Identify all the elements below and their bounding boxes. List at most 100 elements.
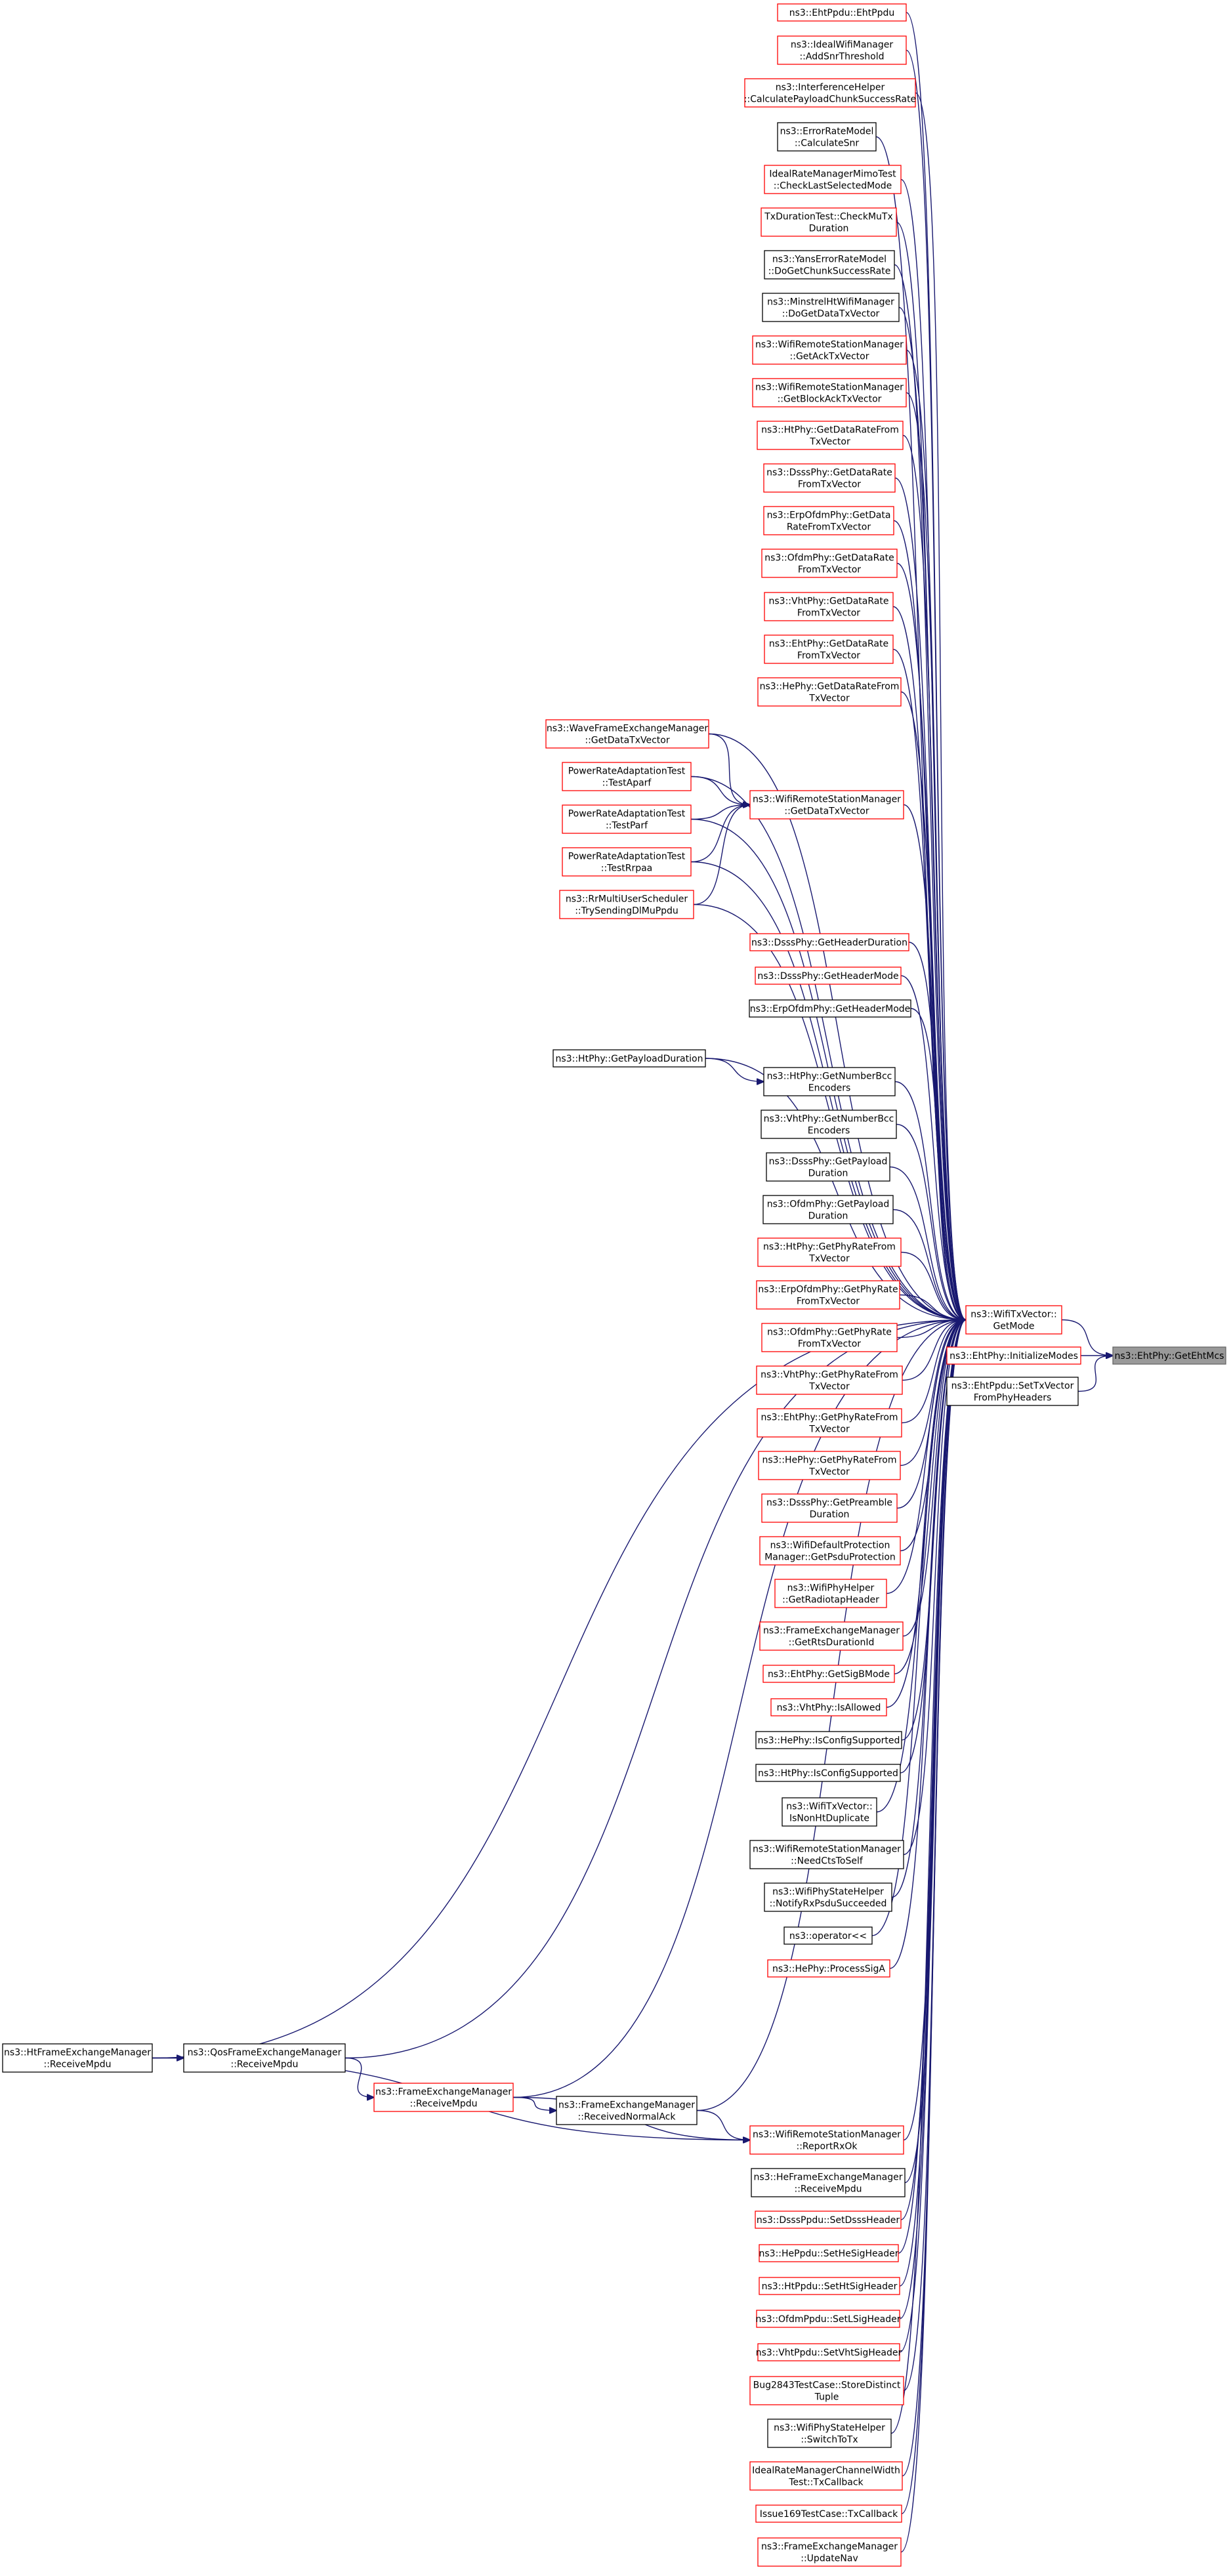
graph-node-switchtx[interactable]: ns3::WifiPhyStateHelper::SwitchToTx	[767, 2419, 892, 2448]
graph-node-sigaproc[interactable]: ns3::HePhy::ProcessSigA	[767, 1959, 890, 1978]
graph-node-setlsig[interactable]: ns3::OfdmPpdu::SetLSigHeader	[756, 2310, 901, 2328]
node-label: ::CalculateSnr	[795, 138, 860, 149]
node-label: ::DoGetDataTxVector	[782, 309, 880, 320]
graph-node-setvhtsig[interactable]: ns3::VhtPpdu::SetVhtSigHeader	[756, 2343, 902, 2361]
graph-node-dssshd[interactable]: ns3::DsssPhy::GetHeaderDuration	[749, 933, 909, 951]
call-edge	[690, 776, 750, 805]
node-box	[759, 2244, 899, 2262]
graph-node-getblockack[interactable]: ns3::WifiRemoteStationManager::GetBlockA…	[752, 378, 907, 407]
node-box	[749, 2461, 903, 2491]
node-label: ns3::OfdmPhy::GetPayload	[767, 1199, 890, 1210]
node-label: ::GetDataTxVector	[585, 736, 670, 746]
node-box	[761, 1323, 898, 1352]
graph-node-sethtsig[interactable]: ns3::HtPpdu::SetHtSigHeader	[759, 2277, 900, 2295]
graph-node-minstrel[interactable]: ns3::MinstrelHtWifiManager::DoGetDataTxV…	[762, 293, 900, 322]
graph-node-sigb[interactable]: ns3::EhtPhy::GetSigBMode	[762, 1665, 895, 1683]
graph-node-getehtmcs[interactable]: ns3::EhtPhy::GetEhtMcs	[1112, 1346, 1226, 1365]
graph-node-issue169[interactable]: Issue169TestCase::TxCallback	[755, 2504, 902, 2523]
node-box	[762, 1195, 894, 1224]
graph-node-errcalc[interactable]: ns3::ErrorRateModel::CalculateSnr	[777, 122, 877, 152]
graph-node-fem[interactable]: ns3::FrameExchangeManager::ReceiveMpdu	[373, 2083, 514, 2112]
graph-node-wavefem[interactable]: ns3::WaveFrameExchangeManager::GetDataTx…	[545, 719, 709, 749]
graph-node-rtsdur[interactable]: ns3::FrameExchangeManager::GetRtsDuratio…	[759, 1621, 904, 1651]
graph-node-erphm[interactable]: ns3::ErpOfdmPhy::GetHeaderMode	[749, 999, 911, 1018]
graph-node-oplt[interactable]: ns3::operator<<	[783, 1926, 873, 1945]
node-label: ::NeedCtsToSelf	[791, 1856, 864, 1867]
graph-node-defprot[interactable]: ns3::WifiDefaultProtectionManager::GetPs…	[759, 1536, 901, 1566]
graph-node-htfem[interactable]: ns3::HtFrameExchangeManager::ReceiveMpdu	[2, 2043, 153, 2073]
node-label: ns3::EhtPhy::InitializeModes	[949, 1351, 1078, 1361]
graph-node-htpayload[interactable]: ns3::HtPhy::GetPayloadDuration	[553, 1049, 706, 1068]
graph-node-htcfg[interactable]: ns3::HtPhy::IsConfigSupported	[755, 1764, 901, 1782]
graph-node-prat_rrpaa[interactable]: PowerRateAdaptationTest::TestRrpaa	[562, 847, 692, 877]
node-label: Tuple	[814, 2392, 839, 2403]
node-label: GetMode	[993, 1321, 1034, 1332]
node-label: Manager::GetPsduProtection	[764, 1552, 896, 1563]
graph-node-hefem[interactable]: ns3::HeFrameExchangeManager::ReceiveMpdu	[751, 2168, 906, 2197]
call-edge	[708, 733, 750, 805]
graph-node-qosfem[interactable]: ns3::QosFrameExchangeManager::ReceiveMpd…	[183, 2043, 346, 2073]
graph-node-setdsss[interactable]: ns3::DsssPpdu::SetDsssHeader	[755, 2211, 902, 2229]
graph-node-updatenav[interactable]: ns3::FrameExchangeManager::UpdateNav	[757, 2537, 902, 2567]
graph-node-radiotap[interactable]: ns3::WifiPhyHelper::GetRadiotapHeader	[774, 1579, 887, 1608]
graph-node-dssshm[interactable]: ns3::DsssPhy::GetHeaderMode	[755, 966, 902, 985]
node-box	[767, 2419, 892, 2448]
call-edge	[871, 1320, 966, 1936]
node-label: Test::TxCallback	[788, 2478, 864, 2488]
graph-node-idealmimo[interactable]: IdealRateManagerMimoTest::CheckLastSelec…	[764, 165, 902, 194]
graph-node-prat_aparf[interactable]: PowerRateAdaptationTest::TestAparf	[562, 762, 692, 791]
graph-node-ehtpdu[interactable]: ns3::EhtPpdu::EhtPpdu	[777, 3, 907, 22]
node-label: ns3::DsssPhy::GetPayload	[769, 1157, 888, 1167]
node-box	[755, 1731, 902, 1749]
graph-node-prat_parf[interactable]: PowerRateAdaptationTest::TestParf	[562, 804, 692, 834]
graph-node-sethesig[interactable]: ns3::HePpdu::SetHeSigHeader	[759, 2244, 899, 2262]
node-box	[752, 335, 907, 365]
node-label: ns3::FrameExchangeManager	[375, 2087, 512, 2098]
graph-node-yans[interactable]: ns3::YansErrorRateModel::DoGetChunkSucce…	[764, 250, 895, 280]
graph-node-initmodes[interactable]: ns3::EhtPhy::InitializeModes	[946, 1346, 1081, 1365]
graph-node-reportrx[interactable]: ns3::WifiRemoteStationManager::ReportRxO…	[749, 2125, 904, 2155]
graph-node-interf[interactable]: ns3::InterferenceHelper::CalculatePayloa…	[744, 78, 916, 108]
graph-node-femack[interactable]: ns3::FrameExchangeManager::ReceivedNorma…	[556, 2096, 698, 2125]
graph-node-wrsm_gdtv[interactable]: ns3::WifiRemoteStationManager::GetDataTx…	[749, 790, 904, 820]
graph-node-dssspd[interactable]: ns3::DsssPhy::GetPayloadDuration	[766, 1152, 890, 1182]
graph-node-vhtallowed[interactable]: ns3::VhtPhy::IsAllowed	[770, 1698, 887, 1716]
graph-node-notifyrx[interactable]: ns3::WifiPhyStateHelper::NotifyRxPsduSuc…	[764, 1882, 892, 1912]
node-label: ns3::HePpdu::SetHeSigHeader	[759, 2249, 899, 2259]
node-label: RateFromTxVector	[787, 522, 871, 533]
graph-node-addsnr[interactable]: ns3::IdealWifiManager::AddSnrThreshold	[777, 35, 907, 65]
node-box	[756, 2310, 900, 2328]
graph-node-rrmulti[interactable]: ns3::RrMultiUserScheduler::TrySendingDlM…	[559, 890, 694, 919]
call-edge	[902, 434, 966, 1320]
graph-node-ofdmpd[interactable]: ns3::OfdmPhy::GetPayloadDuration	[762, 1195, 894, 1224]
graph-node-idealcw[interactable]: IdealRateManagerChannelWidthTest::TxCall…	[749, 2461, 903, 2491]
node-label: IsNonHtDuplicate	[789, 1814, 869, 1824]
graph-node-nonht[interactable]: ns3::WifiTxVector::IsNonHtDuplicate	[782, 1797, 877, 1827]
graph-node-getmode[interactable]: ns3::WifiTxVector::GetMode	[965, 1305, 1062, 1335]
graph-node-hecfg[interactable]: ns3::HePhy::IsConfigSupported	[755, 1731, 902, 1749]
graph-node-getack[interactable]: ns3::WifiRemoteStationManager::GetAckTxV…	[752, 335, 907, 365]
graph-node-ctsself[interactable]: ns3::WifiRemoteStationManager::NeedCtsTo…	[749, 1840, 904, 1869]
node-label: ::ReceiveMpdu	[44, 2060, 112, 2070]
node-label: FromPhyHeaders	[974, 1393, 1052, 1403]
node-label: ns3::VhtPhy::IsAllowed	[777, 1703, 881, 1713]
